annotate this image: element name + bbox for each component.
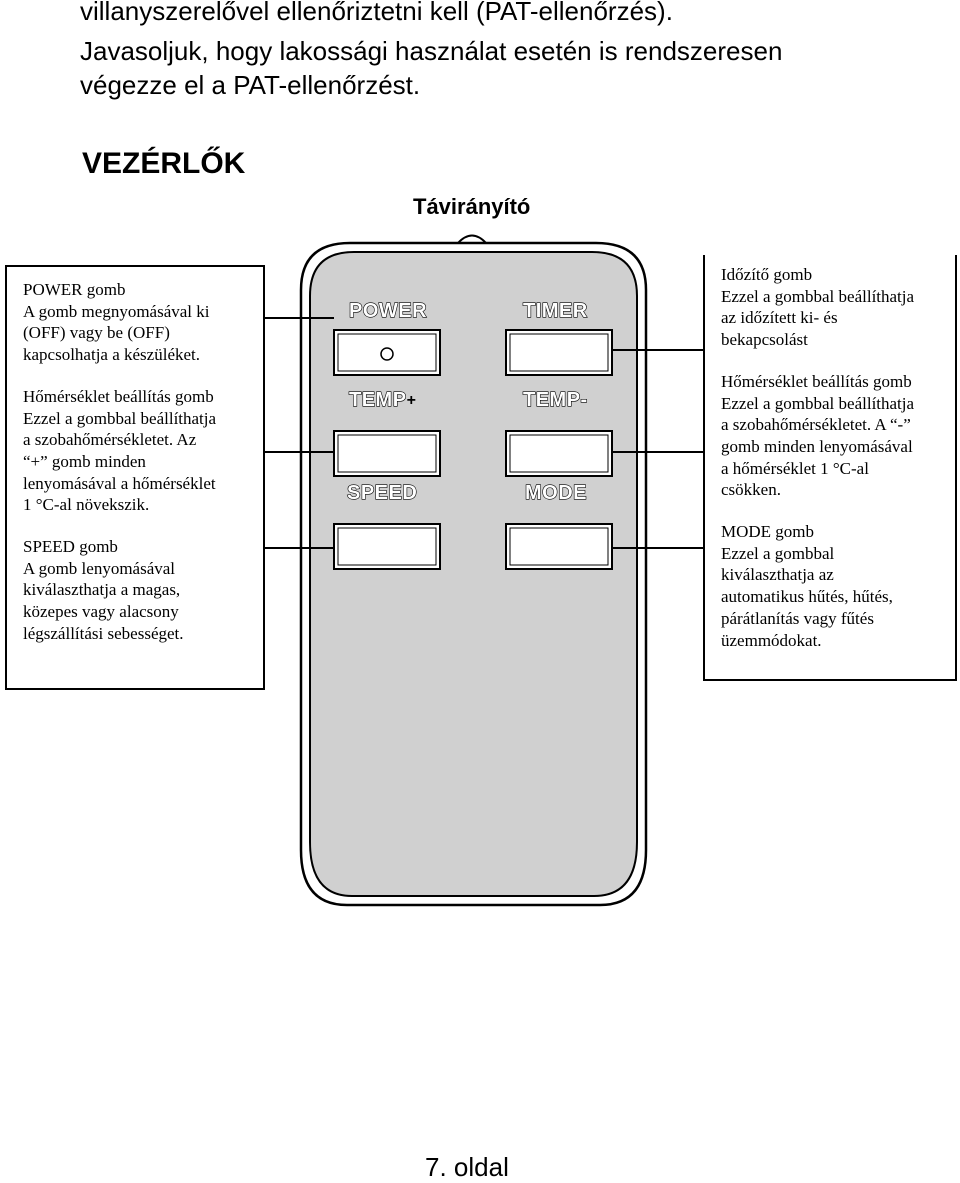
temp-minus-button[interactable] [505, 430, 613, 477]
temp-plus-button[interactable] [333, 430, 441, 477]
mode-description: MODE gomb Ezzel a gombbal kiválaszthatja… [721, 522, 893, 650]
speed-description: SPEED gomb A gomb lenyomásával kiválaszt… [23, 537, 184, 643]
timer-label: TIMER [522, 299, 588, 322]
temp-minus-description: Hőmérséklet beállítás gomb Ezzel a gombb… [721, 371, 915, 500]
temp-plus-description: Hőmérséklet beállítás gomb Ezzel a gombb… [23, 386, 217, 515]
section-heading: VEZÉRLŐK [82, 147, 246, 180]
intro-line: végezze el a PAT-ellenőrzést. [80, 70, 421, 100]
temp-plus-label: TEMP+ [348, 388, 417, 411]
speed-button[interactable] [333, 523, 441, 570]
power-description: POWER gomb A gomb megnyomásával ki (OFF)… [23, 280, 210, 365]
mode-label: MODE [524, 481, 587, 504]
timer-description: Időzítő gomb Ezzel a gombbal beállíthatj… [721, 265, 915, 350]
temp-minus-label: TEMP- [522, 388, 588, 411]
timer-button[interactable] [505, 329, 613, 376]
power-label: POWER [348, 299, 428, 322]
power-button[interactable] [333, 329, 441, 376]
intro-line: villanyszerelővel ellenőriztetni kell (P… [80, 0, 673, 26]
intro-text: villanyszerelővel ellenőriztetni kell (P… [80, 0, 940, 102]
speed-label: SPEED [346, 481, 418, 504]
left-description-box: POWER gomb A gomb megnyomásával ki (OFF)… [5, 265, 265, 690]
page-number: 7. oldal [425, 1152, 509, 1182]
remote-face [309, 251, 638, 897]
right-description-box: Időzítő gomb Ezzel a gombbal beállíthatj… [703, 255, 957, 681]
power-led-icon [380, 347, 394, 361]
intro-line: Javasoljuk, hogy lakossági használat ese… [80, 36, 783, 66]
mode-button[interactable] [505, 523, 613, 570]
remote-title: Távirányító [413, 194, 531, 219]
